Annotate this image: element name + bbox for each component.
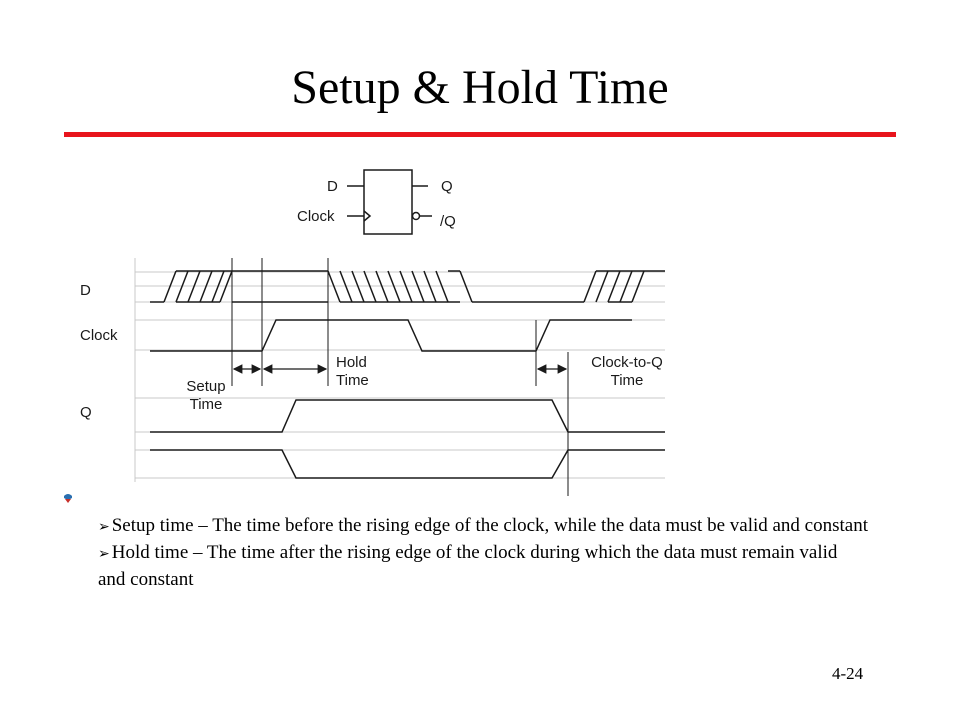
page-number: 4-24 xyxy=(832,664,864,683)
flipflop-symbol xyxy=(347,169,432,235)
clk-to-q-label-1: Clock-to-Q xyxy=(591,354,663,371)
setup-label-2: Time xyxy=(190,396,223,413)
right-arrow-icon: ➢ xyxy=(98,519,110,535)
ff-input-d: D xyxy=(327,178,338,195)
hold-label-2: Time xyxy=(336,372,369,389)
bullet-list: ➢Setup time – The time before the rising… xyxy=(98,513,868,592)
decorative-bullet-icon xyxy=(64,494,72,503)
timing-markers xyxy=(231,258,569,496)
clock-waveform xyxy=(150,319,632,352)
d-waveform xyxy=(150,270,665,303)
title-divider xyxy=(64,132,896,137)
right-arrow-icon: ➢ xyxy=(98,546,110,562)
ff-input-clock: Clock xyxy=(297,208,335,225)
signal-label-clock: Clock xyxy=(80,327,118,344)
bullet-item-setup: ➢Setup time – The time before the rising… xyxy=(98,513,868,540)
bullet-text-setup: Setup time – The time before the rising … xyxy=(111,515,869,536)
guide-lines xyxy=(134,258,665,482)
q-waveform xyxy=(150,399,665,479)
signal-label-d: D xyxy=(80,282,91,299)
flipflop-box xyxy=(363,169,413,235)
ff-output-q: Q xyxy=(441,178,453,195)
inversion-bubble xyxy=(411,211,421,221)
bullet-item-hold: ➢Hold time – The time after the rising e… xyxy=(98,540,868,592)
ff-output-qbar: /Q xyxy=(440,213,456,230)
signal-label-q: Q xyxy=(80,404,92,421)
hold-label-1: Hold xyxy=(336,354,367,371)
setup-label-1: Setup xyxy=(186,378,225,395)
slide-title: Setup & Hold Time xyxy=(291,61,669,114)
bullet-text-hold: Hold time – The time after the rising ed… xyxy=(98,542,838,590)
clk-to-q-label-2: Time xyxy=(611,372,644,389)
